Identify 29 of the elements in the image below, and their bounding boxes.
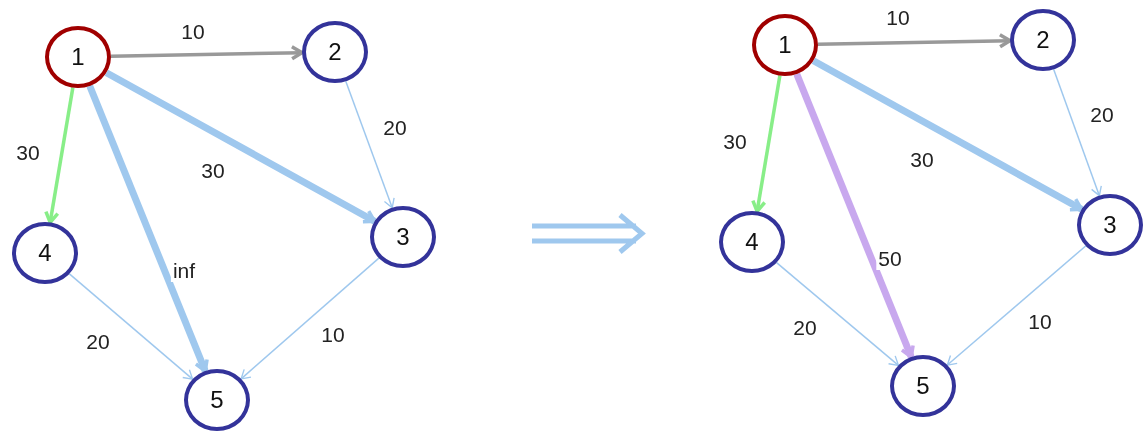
arrow bbox=[44, 87, 75, 225]
arrow bbox=[240, 257, 380, 380]
node-circle bbox=[890, 355, 956, 417]
node-number: 2 bbox=[1036, 26, 1050, 54]
arrow bbox=[817, 33, 1012, 49]
node-number: 2 bbox=[328, 38, 342, 66]
arrow bbox=[751, 75, 782, 214]
arrow bbox=[86, 84, 209, 373]
node-number: 1 bbox=[778, 31, 792, 59]
node-number: 5 bbox=[916, 372, 930, 400]
arrow bbox=[1052, 68, 1102, 197]
node-number: 3 bbox=[1103, 211, 1117, 239]
arrow bbox=[345, 80, 395, 209]
node-number: 1 bbox=[71, 43, 85, 71]
arrow bbox=[110, 45, 304, 61]
arrow bbox=[775, 261, 900, 367]
node-circle bbox=[184, 369, 250, 431]
node-number: 4 bbox=[745, 228, 759, 256]
arrow bbox=[104, 69, 377, 225]
arrow bbox=[793, 72, 915, 359]
node-circle bbox=[1077, 194, 1143, 256]
node-number: 5 bbox=[210, 386, 224, 414]
node-number: 3 bbox=[396, 223, 410, 251]
arrow bbox=[811, 57, 1084, 213]
edge-label: inf bbox=[170, 260, 198, 282]
arrow bbox=[946, 245, 1087, 366]
arrow bbox=[68, 273, 194, 380]
node-circle bbox=[370, 206, 436, 268]
node-number: 4 bbox=[38, 239, 52, 267]
